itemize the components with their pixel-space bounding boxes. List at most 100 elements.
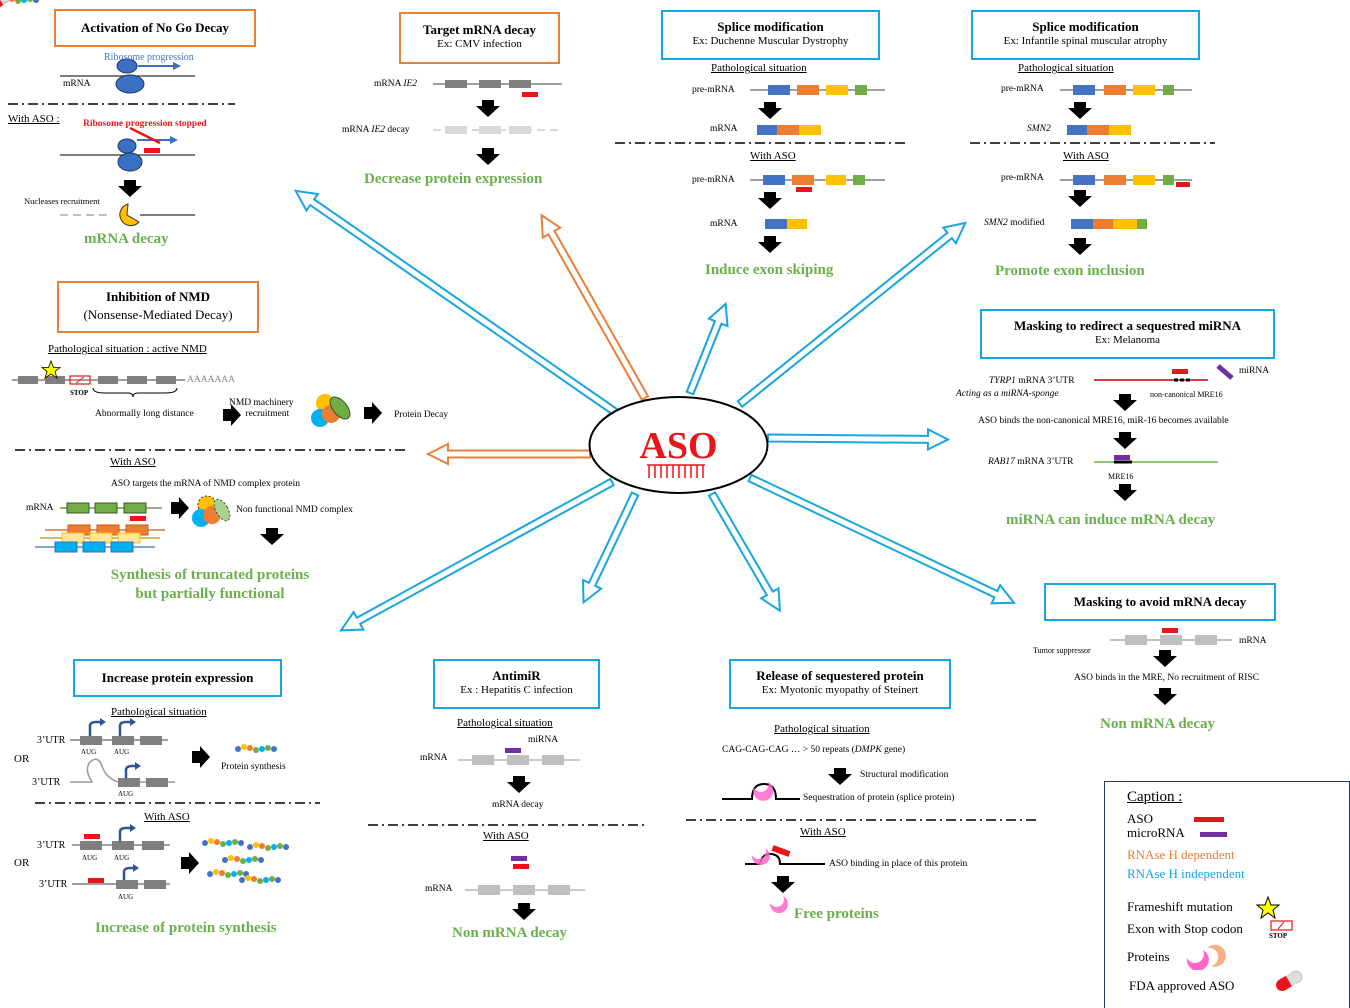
splice2-result: Promote exon inclusion: [995, 263, 1145, 279]
splice2-title-box: Splice modification Ex: Infantile spinal…: [971, 10, 1200, 60]
release-patho: Pathological situation: [774, 723, 870, 735]
splice1-premrna: pre-mRNA: [692, 85, 735, 95]
arrow-mask2: [747, 473, 1017, 605]
protein-chains: [0, 0, 289, 884]
release-graphics: [686, 768, 1037, 914]
arrow-release: [707, 490, 782, 613]
splice1-mrna: mRNA: [710, 124, 738, 134]
mask1-result: miRNA can induce mRNA decay: [1006, 512, 1216, 528]
splice1-subtitle: Ex: Duchenne Muscular Dystrophy: [692, 35, 849, 47]
stop-exon-icon: [1270, 920, 1293, 931]
mask2-binds: ASO binds in the MRE, No recruitment of …: [1074, 673, 1259, 683]
antimir-result: Non mRNA decay: [452, 925, 567, 941]
splice2-premrna: pre-mRNA: [1001, 84, 1044, 94]
arrow-splice1: [685, 301, 729, 396]
caption-proteins: Proteins: [1127, 949, 1170, 964]
proteins-icon: [1186, 944, 1226, 970]
antimir-patho: Pathological situation: [457, 717, 553, 729]
aso-center: ASO: [588, 396, 769, 494]
target-subtitle: Ex: CMV infection: [437, 38, 522, 50]
splice2-smn2-modified: SMN2 modified: [984, 218, 1045, 228]
release-title-box: Release of sequestered protein Ex: Myoto…: [729, 659, 951, 709]
increase-graphics: [0, 0, 320, 889]
arrow-increase: [339, 477, 616, 632]
mask1-mre16: MRE16: [1108, 472, 1134, 481]
splice2-patho: Pathological situation: [1018, 62, 1114, 74]
nmd-stop-label: STOP: [70, 389, 89, 397]
increase-or-1: OR: [14, 753, 30, 765]
mask1-binds: ASO binds the non-canonical MRE16, miR-1…: [978, 416, 1229, 426]
splice2-subtitle: Ex: Infantile spinal muscular atrophy: [1003, 35, 1168, 47]
splice2-graphics: [970, 85, 1215, 255]
arrow-mask1: [766, 427, 951, 452]
splice2-premrna2: pre-mRNA: [1001, 173, 1044, 183]
splice1-title-box: Splice modification Ex: Duchenne Muscula…: [661, 10, 880, 60]
splice1-result: Induce exon skiping: [705, 262, 834, 278]
increase-aug-1: AUG: [81, 748, 97, 756]
nogo-title: Activation of No Go Decay: [80, 20, 230, 35]
mask2-graphics: [1110, 628, 1232, 705]
increase-synthesis: Protein synthesis: [221, 762, 286, 772]
antimir-subtitle: Ex : Hepatitis C infection: [460, 684, 573, 696]
caption-stop-label: STOP: [1269, 932, 1288, 940]
arrow-nmd: [425, 442, 591, 466]
mask2-title-box: Masking to avoid mRNA decay: [1044, 583, 1276, 621]
increase-aug-6: AUG: [118, 893, 134, 901]
nogo-ribosome-label: Ribosome progression: [104, 52, 194, 63]
target-mrna-label: mRNA IE2: [374, 79, 418, 89]
arrow-splice2: [736, 221, 967, 409]
star-icon: [1255, 896, 1281, 920]
nmd-polya: AAAAAAA: [187, 375, 236, 385]
target-title: Target mRNA decay: [423, 22, 536, 37]
mask2-mrna: mRNA: [1239, 636, 1267, 646]
caption-fda: FDA approved ASO: [1129, 978, 1235, 993]
increase-patho: Pathological situation: [111, 706, 207, 718]
nmd-patho: Pathological situation : active NMD: [48, 343, 207, 355]
increase-title-box: Increase protein expression: [73, 659, 282, 697]
arrow-nogo: [293, 189, 622, 419]
increase-utr-1: 3’UTR: [37, 735, 66, 746]
increase-aug-4: AUG: [82, 854, 98, 862]
fda-capsule-icon: [0, 0, 1200, 38]
nogo-nucleases-label: Nucleases recruitment: [24, 196, 100, 206]
mask1-title: Masking to redirect a sequestred miRNA: [1013, 318, 1242, 333]
antimir-graphics: [368, 748, 645, 920]
arrow-antimir: [582, 491, 640, 605]
nogo-with-aso: With ASO :: [8, 113, 60, 125]
caption-aso: ASO: [1127, 811, 1154, 826]
increase-utr-4: 3’UTR: [39, 879, 68, 890]
increase-result: Increase of protein synthesis: [95, 920, 277, 936]
target-decay-label: mRNA IE2 decay: [342, 125, 410, 135]
caption-aso-swatch: [1194, 817, 1224, 822]
mask1-tyrp1: TYRP1 mRNA 3’UTR: [989, 376, 1075, 386]
nmd-with-aso: With ASO: [110, 456, 156, 468]
antimir-mrna: mRNA: [420, 753, 448, 763]
nogo-mrna-label: mRNA: [63, 79, 91, 89]
release-cag: CAG-CAG-CAG … > 50 repeats (DMPK gene): [722, 745, 906, 755]
mask1-mirna: miRNA: [1239, 366, 1270, 376]
increase-aug-3: AUG: [118, 790, 134, 798]
mask2-title: Masking to avoid mRNA decay: [1073, 594, 1247, 609]
increase-or-2: OR: [14, 857, 30, 869]
release-sequestration: Sequestration of protein (splice protein…: [803, 793, 955, 803]
mask1-rab17: RAB17 mRNA 3’UTR: [988, 457, 1074, 467]
caption-microrna-swatch: [1200, 832, 1227, 837]
mask2-tumor: Tumor suppressor: [1033, 646, 1091, 655]
nmd-nonfunctional: Non functional NMD complex: [236, 505, 353, 515]
increase-with-aso: With ASO: [144, 811, 190, 823]
caption-box: Caption : ASO microRNA RNAse H dependent…: [1104, 781, 1350, 1008]
nogo-stopped-label: Ribosome progression stopped: [83, 119, 207, 129]
caption-frameshift: Frameshift mutation: [1127, 899, 1233, 914]
mask1-subtitle: Ex: Melanoma: [1094, 334, 1161, 346]
increase-utr-2: 3’UTR: [32, 777, 61, 788]
nmd-distance: Abnormally long distance: [95, 409, 194, 419]
antimir-decay: mRNA decay: [492, 800, 544, 810]
nogo-graphics: [8, 58, 235, 227]
caption-exon-stop: Exon with Stop codon: [1127, 921, 1243, 936]
mask1-sponge: Acting as a miRNA-sponge: [956, 389, 1059, 399]
target-title-box: Target mRNA decay Ex: CMV infection: [399, 12, 560, 64]
release-subtitle: Ex: Myotonic myopathy of Steinert: [761, 684, 919, 696]
nmd-title: Inhibition of NMD: [105, 289, 211, 304]
